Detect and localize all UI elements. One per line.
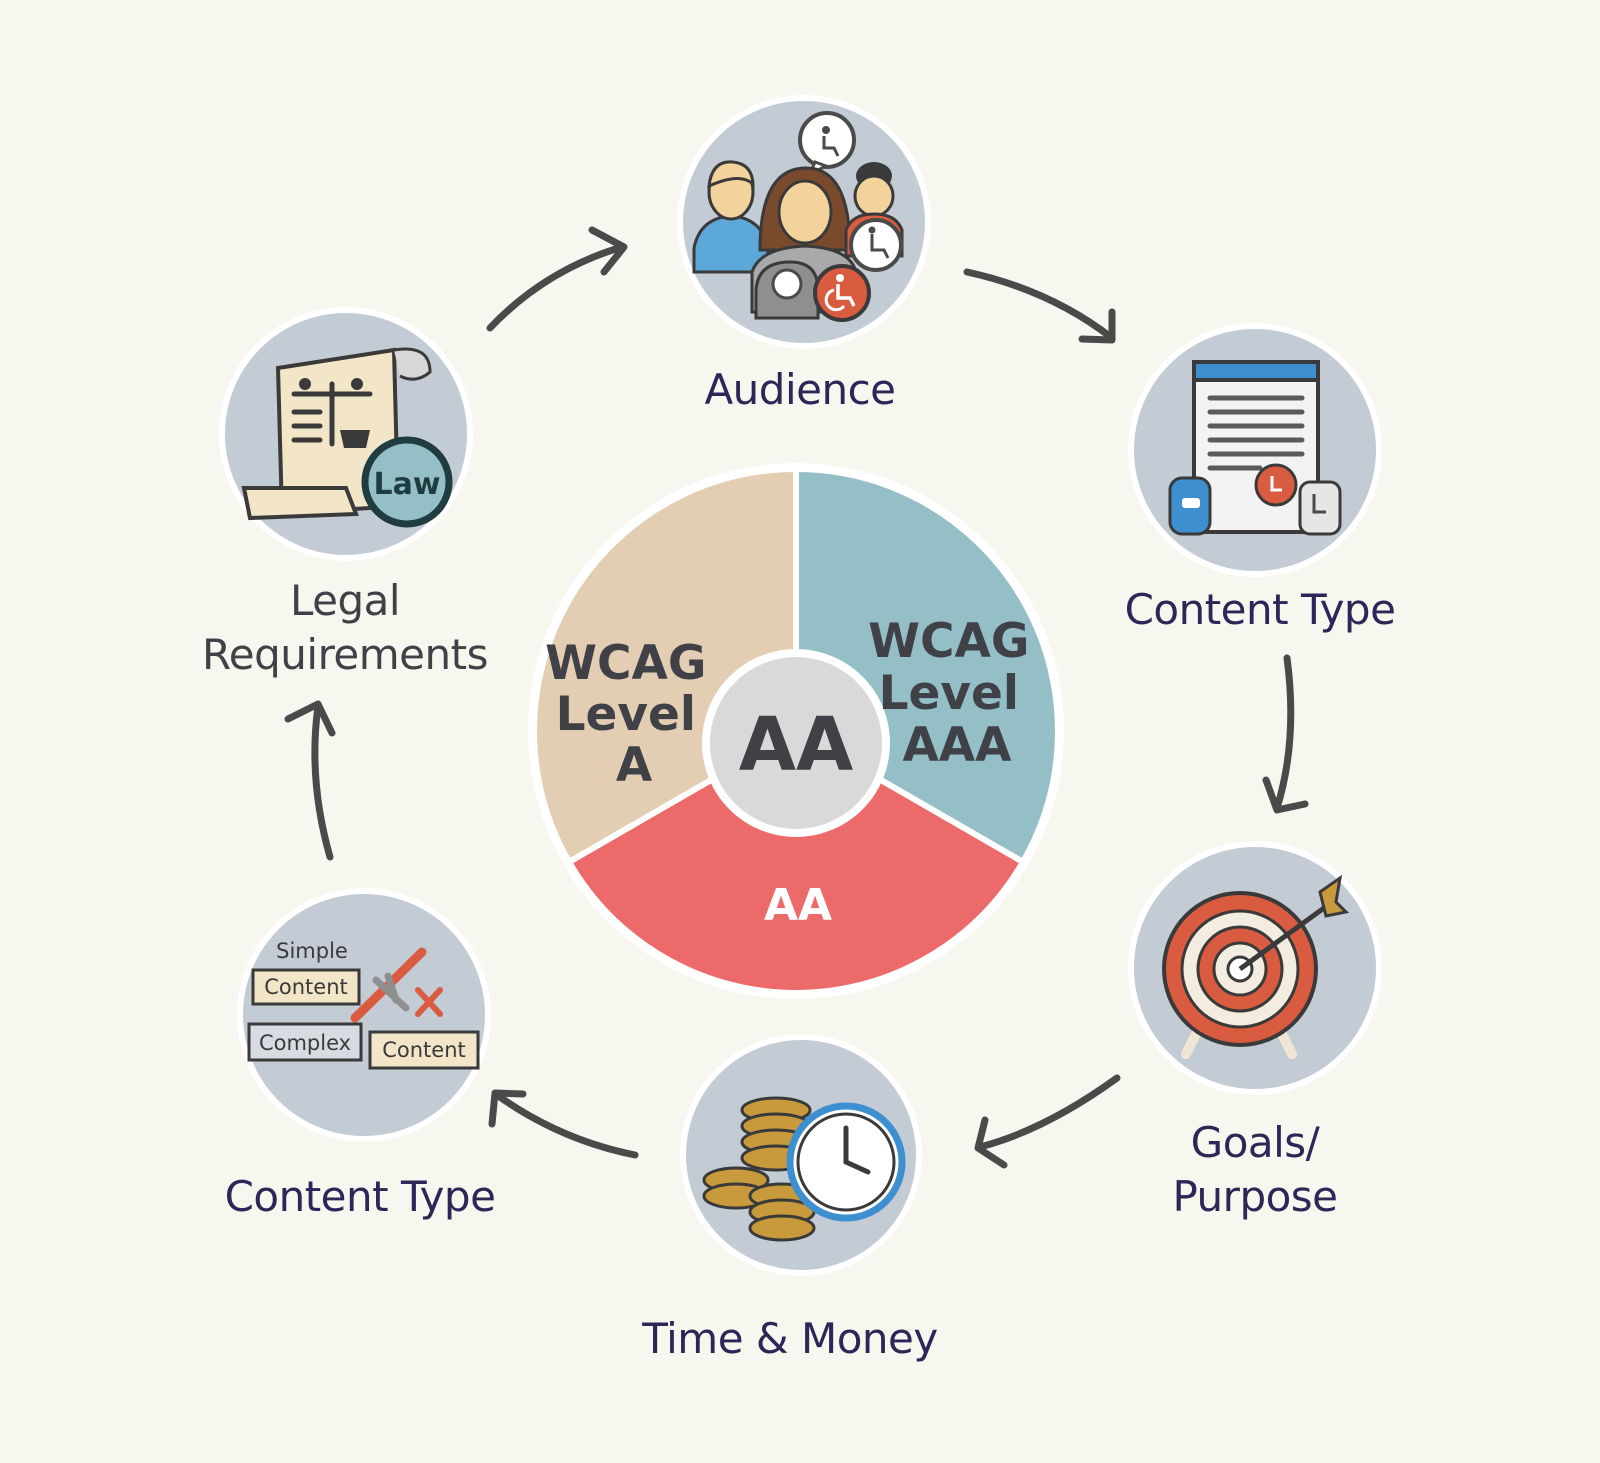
segment-a-line-3: A	[616, 738, 653, 793]
segment-a-label: WCAG Level A	[545, 636, 723, 793]
icon-text-content-a: Content	[264, 975, 348, 999]
label-audience: Audience	[600, 363, 1000, 417]
segment-aaa-line-3: AAA	[902, 718, 1012, 773]
arrow-content-type-to-legal	[284, 700, 336, 861]
arrow-legal-to-audience	[486, 226, 628, 332]
document-icon	[1128, 323, 1382, 577]
segment-a-line-2: Level	[556, 687, 696, 742]
segment-a-line-1: WCAG	[545, 636, 706, 691]
label-content-type-bottom: Content Type	[180, 1170, 540, 1224]
label-legal-requirements: Legal Requirements	[170, 574, 520, 682]
label-time-money: Time & Money	[590, 1312, 990, 1366]
wcag-level-pie: WCAG Level A WCAG Level AAA AA AA	[528, 463, 1064, 999]
arrow-audience-to-content-type	[963, 268, 1116, 344]
label-legal-line-1: Legal	[289, 576, 401, 625]
segment-aaa-label: WCAG Level AAA	[868, 614, 1046, 773]
label-time-money-line-1: Time & Money	[642, 1314, 938, 1363]
target-icon	[1128, 841, 1382, 1095]
icon-text-complex: Complex	[259, 1031, 351, 1055]
pie-hub	[702, 649, 890, 837]
pie-segment-level-aa	[565, 727, 1028, 996]
arrow-goals-to-time-money	[974, 1074, 1121, 1169]
segment-aa-label: AA	[764, 880, 832, 931]
label-legal-line-2: Requirements	[202, 630, 489, 679]
law-scroll-icon: Law	[219, 307, 473, 561]
icon-text-content-b: Content	[382, 1038, 466, 1062]
coins-clock-icon	[680, 1034, 922, 1276]
label-goals-line-1: Goals/	[1190, 1118, 1320, 1167]
label-content-type-top: Content Type	[1080, 583, 1440, 637]
simple-complex-content-icon: Simple Content Complex Content	[237, 888, 491, 1142]
label-content-type-bottom-line-1: Content Type	[224, 1172, 496, 1221]
hub-label: AA	[739, 702, 854, 788]
arrow-time-money-to-content-type	[488, 1089, 639, 1159]
label-content-type-top-line-1: Content Type	[1124, 585, 1396, 634]
segment-aaa-line-1: WCAG	[868, 614, 1029, 669]
label-goals-purpose: Goals/ Purpose	[1110, 1116, 1400, 1224]
icon-text-simple: Simple	[276, 939, 348, 963]
label-audience-line-1: Audience	[704, 365, 896, 414]
audience-icon	[677, 95, 931, 349]
label-goals-line-2: Purpose	[1172, 1172, 1338, 1221]
arrow-content-type-to-goals	[1262, 654, 1309, 814]
icon-text-law: Law	[373, 467, 440, 502]
segment-aaa-line-2: Level	[879, 666, 1019, 721]
